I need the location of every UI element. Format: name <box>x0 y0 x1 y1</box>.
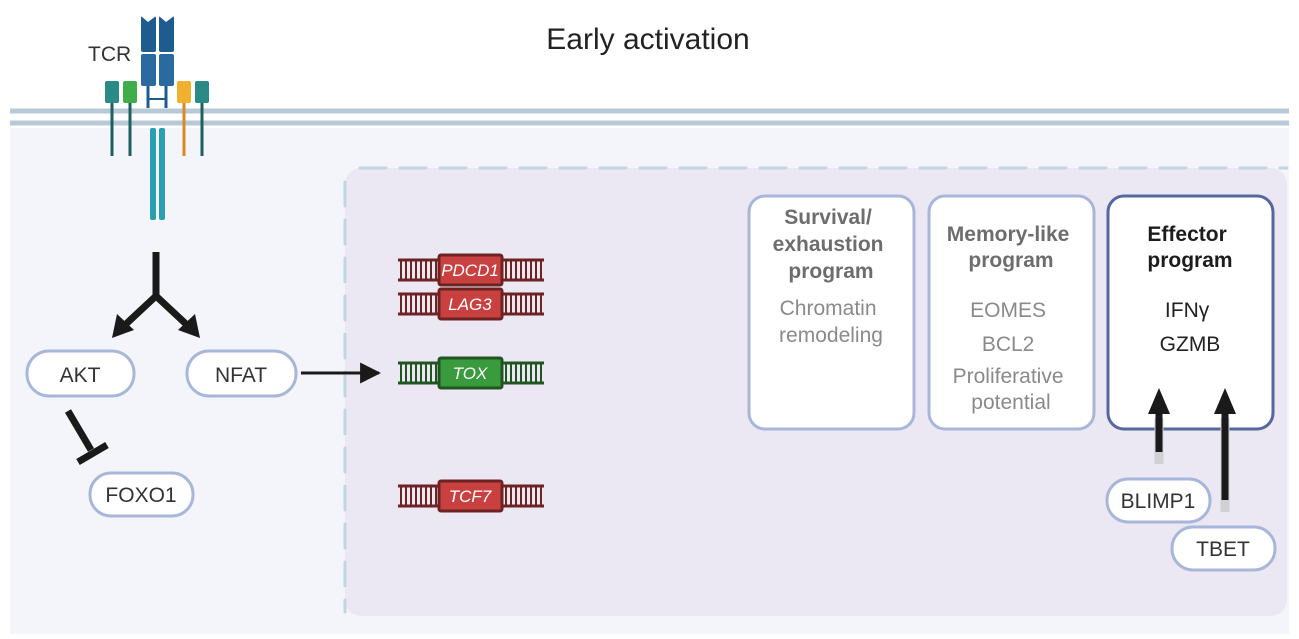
survival-program-items: Chromatin remodeling <box>779 297 883 347</box>
tcr-signal-split <box>112 252 200 338</box>
memory-program-heading: Memory-like program <box>947 223 1075 272</box>
cd3-subunit-teal-left <box>105 81 119 103</box>
signal-split-lines <box>123 252 189 327</box>
gene-locus-pdcd1: PDCD1 <box>398 253 544 287</box>
cd3-subunit-teal-right <box>195 81 209 103</box>
foxo1-node <box>88 471 195 518</box>
gene-box-pdcd1 <box>437 253 504 287</box>
gene-locus-lag3: LAG3 <box>398 287 544 321</box>
gene-label-pdcd1: PDCD1 <box>441 261 499 280</box>
akt-node <box>25 349 136 398</box>
gene-box-tox <box>437 356 504 390</box>
arrow-to-nfat <box>178 314 200 338</box>
foxo1-label: FOXO1 <box>105 484 176 507</box>
gene-label-tox: TOX <box>453 364 488 383</box>
blimp1-label: BLIMP1 <box>1121 490 1196 513</box>
gene-box-lag3 <box>437 287 504 321</box>
tcr-notch-right <box>159 16 174 22</box>
cd3-zeta-right <box>159 128 165 220</box>
effector-program-box <box>1106 194 1275 431</box>
tcr-alpha-chain-bottom <box>141 54 156 86</box>
memory-program-box <box>927 194 1096 431</box>
nfat-label: NFAT <box>215 364 267 387</box>
tcr-alpha-chain-top <box>141 16 156 52</box>
blimp1-node <box>1105 477 1212 524</box>
gene-box-tcf7 <box>437 479 504 513</box>
akt-label: AKT <box>60 364 101 387</box>
memory-program-items: EOMES BCL2 Proliferative potential <box>953 299 1070 414</box>
effector-program-heading: Effector program <box>1147 223 1232 272</box>
arrow-to-akt <box>112 314 134 338</box>
tcr-beta-chain-top <box>159 16 174 52</box>
nfat-node <box>185 349 298 398</box>
gene-label-tcf7: TCF7 <box>449 487 492 506</box>
gene-locus-tox: TOX <box>398 356 544 390</box>
gene-label-lag3: LAG3 <box>448 295 492 314</box>
tcr-notch-left <box>141 16 156 22</box>
akt-inhibits-foxo1 <box>64 409 109 466</box>
gene-locus-tcf7: TCF7 <box>398 479 544 513</box>
tcr-complex: TCR <box>88 16 209 220</box>
diagram-title: Early activation <box>546 23 749 56</box>
cd3-subunit-green <box>123 81 137 103</box>
tbet-arrowhead <box>1214 388 1236 414</box>
blimp1-arrowhead <box>1148 388 1170 414</box>
effector-program-items: IFNγ GZMB <box>1160 299 1221 356</box>
tbet-label: TBET <box>1196 538 1250 561</box>
tcr-beta-chain-bottom <box>159 54 174 86</box>
tcr-label: TCR <box>88 43 131 66</box>
survival-program-box <box>747 194 916 431</box>
tbet-node <box>1170 525 1277 572</box>
cd3-zeta-left <box>150 128 156 220</box>
cd3-subunit-orange <box>177 81 191 103</box>
survival-program-heading: Survival/ exhaustion program <box>773 206 890 283</box>
